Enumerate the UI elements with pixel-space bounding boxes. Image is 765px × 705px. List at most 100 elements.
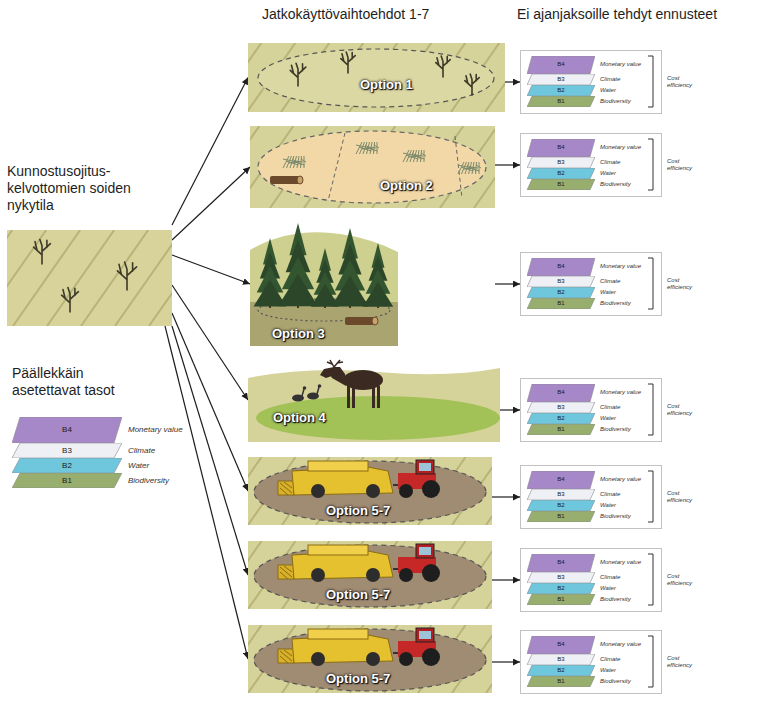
layer-name: Biodiversity [600,426,631,433]
layer-slab: B3Climate [527,157,595,168]
layer-slab: B1Biodiversity [527,298,595,309]
layer-code: B2 [527,502,595,509]
text-holder: Biodiversity [600,513,631,520]
layer-name: Climate [600,159,620,166]
layer-name: Biodiversity [600,98,631,105]
layer-stack: Cost efficiencyB4Monetary valueB3Climate… [520,630,662,694]
option-scene: Option 2 [250,126,495,208]
drawing-part [317,387,319,394]
drawing-part [422,648,440,666]
text-holder: Climate [600,404,620,411]
option-scene: Option 5-7 [248,625,492,693]
text-holder: B1 [527,300,595,307]
text-holder: B3 [12,446,122,456]
drawing-part [248,625,492,693]
layer-slab: B1Biodiversity [527,594,595,605]
layer-code: B3 [527,159,595,166]
bracket-label: Cost efficiency [667,573,697,587]
drawing-part [254,545,486,607]
text-holder: B1 [527,181,595,188]
layer-code: B4 [527,476,595,483]
text-holder: B1 [527,678,595,685]
drawing-part [527,96,595,107]
text-holder: Cost efficiency [667,75,697,89]
text-holder: B3 [527,574,595,581]
text-holder: B3 [527,278,595,285]
text-holder: Monetary value [600,263,641,270]
layer-code: B4 [527,389,595,396]
drawing-part [280,650,292,663]
drawing-part [12,458,122,473]
scene-art [248,358,500,442]
layer-slab: B4Monetary value [527,56,595,74]
layer-stack: Cost efficiencyB4Monetary valueB3Climate… [520,133,662,197]
text-holder: B3 [527,404,595,411]
layer-slab: B4Monetary value [527,554,595,572]
drawing-part [527,583,595,594]
layer-code: B1 [527,678,595,685]
drawing-part [81,230,148,326]
drawing-part [327,360,343,367]
drawing-part [308,461,368,471]
text-holder: Option 3 [272,326,325,341]
layer-legend: Päällekkäin asetettavat tasotB4Monetary … [12,365,212,488]
layer-slab: B4Monetary value [527,258,595,276]
layer-name: Monetary value [600,389,641,396]
drawing-part [318,384,322,388]
drawing-part [403,150,426,162]
arrow-connector [172,167,250,240]
drawing-part [527,489,595,500]
layer-slab: B1Biodiversity [527,511,595,522]
drawing-part [527,168,595,179]
text-holder: B4 [527,389,595,396]
text-holder: Climate [600,574,620,581]
drawing-part [356,142,379,154]
text-holder: B3 [527,491,595,498]
arrow-connector [172,285,248,400]
layer-code: B2 [527,667,595,674]
text-holder: Biodiversity [128,476,169,486]
drawing-part [149,230,172,326]
option-scene: Option 3 [250,222,495,346]
layer-code: B2 [12,461,122,471]
drawing-part [527,276,595,287]
layer-slab: B3Climate [527,276,595,287]
drawing-part [372,386,375,408]
text-holder: Monetary value [600,476,641,483]
drawing-part [250,302,398,346]
layer-slab: B1Biodiversity [527,96,595,107]
text-holder: B2 [527,415,595,422]
drawing-part [117,262,136,290]
drawing-part [527,676,595,687]
text-holder: Climate [600,159,620,166]
text-holder: Option 2 [380,178,433,193]
layer-slab: B1Biodiversity [527,424,595,435]
drawing-part [527,554,595,572]
drawing-part [303,386,307,390]
layer-code: B2 [527,87,595,94]
drawing-part [527,654,595,665]
text-holder: Option 5-7 [326,671,390,686]
bracket-label: Cost efficiency [667,277,697,291]
layer-slab: B3Climate [527,654,595,665]
drawing-part [311,484,325,498]
layer-slab: B3Climate [527,74,595,85]
text-holder: B1 [527,426,595,433]
layer-name: Water [600,667,616,674]
text-holder: Ei ajanjaksoille tehdyt ennusteet [517,6,717,23]
drawing-part [7,230,46,326]
text-holder: Option 5-7 [326,587,390,602]
text-holder: B4 [527,559,595,566]
layer-slab: B1Biodiversity [527,676,595,687]
layer-slab: B1Biodiversity [527,179,595,190]
drawing-part [527,424,595,435]
drawing-part [527,85,595,96]
drawing-part [648,139,653,190]
layer-code: B3 [527,656,595,663]
layer-name: Climate [600,278,620,285]
text-holder: Monetary value [600,144,641,151]
heading: Päällekkäin asetettavat tasot [12,365,152,399]
drawing-part [278,565,294,579]
drawing-part [527,298,595,309]
drawing-part [280,566,292,579]
